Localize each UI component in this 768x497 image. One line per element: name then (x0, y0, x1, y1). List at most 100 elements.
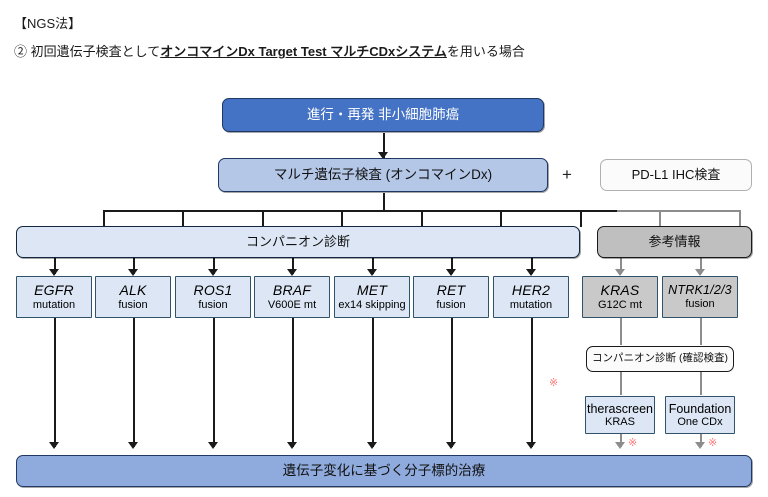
drop-ntrk (700, 258, 702, 274)
case-number: ② (14, 44, 28, 59)
arrowhead-multigene (378, 152, 388, 159)
gene-subtype: ex14 skipping (338, 299, 406, 312)
gene-subtype: fusion (118, 299, 148, 312)
drop-braf (292, 258, 294, 274)
arrowhead-egfr (49, 269, 59, 276)
gene-to-bottom-egfr (54, 318, 56, 447)
therascreen-to-bottom (620, 434, 622, 447)
case-text-after: を用いる場合 (446, 44, 525, 59)
kras-to-confirm (620, 318, 622, 345)
drop-her2 (531, 258, 533, 274)
gene-to-bottom-ret (451, 318, 453, 447)
asterisk-marker-foundation: ※ (708, 437, 718, 449)
case-text-emphasis: オンコマインDx Target Test マルチCDxシステム (160, 44, 447, 59)
gene-box-kras[interactable]: KRAS G12C mt (582, 276, 658, 318)
arrowhead-ros1 (208, 269, 218, 276)
gene-to-bottom-braf (292, 318, 294, 447)
arrowhead-braf (287, 269, 297, 276)
connector-top-to-multigene (383, 133, 385, 159)
gene-subtype: G12C mt (597, 299, 642, 312)
gene-box-ros1[interactable]: ROS1 fusion (175, 276, 251, 318)
plus-symbol: + (562, 165, 572, 184)
drop-egfr (54, 258, 56, 274)
riser-3 (262, 210, 264, 227)
gene-name: NTRK1/2/3 (668, 283, 732, 298)
arrowhead-bottom-her2 (526, 442, 536, 449)
node-companion-diagnosis[interactable]: コンパニオン診断 (16, 226, 580, 258)
arrowhead-her2 (526, 269, 536, 276)
node-multigene-test[interactable]: マルチ遺伝子検査 (オンコマインDx) (218, 158, 548, 192)
case-text-before: 初回遺伝子検査として (27, 44, 161, 59)
riser-1 (103, 210, 105, 227)
gene-box-egfr[interactable]: EGFR mutation (16, 276, 92, 318)
test-name-line2: One CDx (677, 415, 723, 428)
gene-box-ntrk[interactable]: NTRK1/2/3 fusion (662, 276, 738, 318)
riser-6 (500, 210, 502, 227)
ntrk-to-confirm (700, 318, 702, 345)
gene-to-bottom-alk (133, 318, 135, 447)
distribution-bus-gray (617, 210, 740, 212)
arrowhead-bottom-egfr (49, 442, 59, 449)
test-name-line2: KRAS (605, 415, 635, 428)
riser-7 (580, 210, 582, 227)
test-box-foundation-one-cdx[interactable]: Foundation One CDx (665, 396, 735, 434)
gene-to-bottom-her2 (531, 318, 533, 447)
gene-name: BRAF (272, 281, 312, 298)
node-reference-info[interactable]: 参考情報 (597, 226, 752, 258)
node-pdl1-ihc-test[interactable]: PD-L1 IHC検査 (600, 159, 752, 191)
asterisk-marker-her2: ※ (549, 377, 559, 389)
gene-box-ret[interactable]: RET fusion (413, 276, 489, 318)
drop-ros1 (213, 258, 215, 274)
arrowhead-bottom-ros1 (208, 442, 218, 449)
gene-box-met[interactable]: MET ex14 skipping (334, 276, 410, 318)
node-confirm-companion-diagnosis[interactable]: コンパニオン診断 (確認検査) (586, 346, 734, 372)
gene-name: RET (436, 281, 466, 298)
arrowhead-bottom-braf (287, 442, 297, 449)
gene-subtype: fusion (685, 298, 715, 311)
gene-name: EGFR (34, 281, 74, 298)
drop-met (372, 258, 374, 274)
gene-box-her2[interactable]: HER2 mutation (493, 276, 569, 318)
page-title: 【NGS法】 (14, 16, 82, 31)
gene-subtype: mutation (32, 299, 76, 312)
arrowhead-bottom-ret (446, 442, 456, 449)
distribution-bus (103, 210, 619, 212)
gene-name: KRAS (600, 281, 640, 298)
gene-to-bottom-met (372, 318, 374, 447)
test-name-line1: Foundation (668, 401, 732, 416)
arrowhead-bottom-alk (128, 442, 138, 449)
arrowhead-alk (128, 269, 138, 276)
arrowhead-bottom-foundation (695, 442, 705, 449)
riser-8 (659, 210, 661, 227)
asterisk-marker-therascreen: ※ (628, 437, 638, 449)
foundation-to-bottom (700, 434, 702, 447)
test-box-therascreen-kras[interactable]: therascreen KRAS (585, 396, 655, 434)
riser-2 (182, 210, 184, 227)
subtitle-line: ② 初回遺伝子検査としてオンコマインDx Target Test マルチCDxシ… (14, 41, 525, 60)
confirm-to-foundation (700, 372, 702, 395)
drop-kras (620, 258, 622, 274)
gene-subtype: fusion (436, 299, 466, 312)
gene-name: MET (356, 281, 388, 298)
arrowhead-bottom-met (367, 442, 377, 449)
node-molecular-targeted-therapy[interactable]: 遺伝子変化に基づく分子標的治療 (16, 455, 752, 487)
riser-9 (739, 210, 741, 227)
connector-multigene-to-bus (383, 193, 385, 211)
gene-subtype: V600E mt (267, 299, 317, 312)
gene-name: ROS1 (193, 281, 233, 298)
gene-to-bottom-ros1 (213, 318, 215, 447)
arrowhead-bottom-therascreen (615, 442, 625, 449)
gene-name: ALK (119, 281, 147, 298)
gene-box-braf[interactable]: BRAF V600E mt (254, 276, 330, 318)
arrowhead-ntrk (695, 269, 705, 276)
arrowhead-ret (446, 269, 456, 276)
test-name-line1: therascreen (586, 401, 653, 416)
gene-subtype: mutation (509, 299, 553, 312)
gene-box-alk[interactable]: ALK fusion (95, 276, 171, 318)
node-advanced-nsclc[interactable]: 進行・再発 非小細胞肺癌 (222, 98, 544, 132)
riser-4 (341, 210, 343, 227)
arrowhead-kras (615, 269, 625, 276)
confirm-to-therascreen (620, 372, 622, 395)
drop-alk (133, 258, 135, 274)
gene-name: HER2 (511, 281, 551, 298)
